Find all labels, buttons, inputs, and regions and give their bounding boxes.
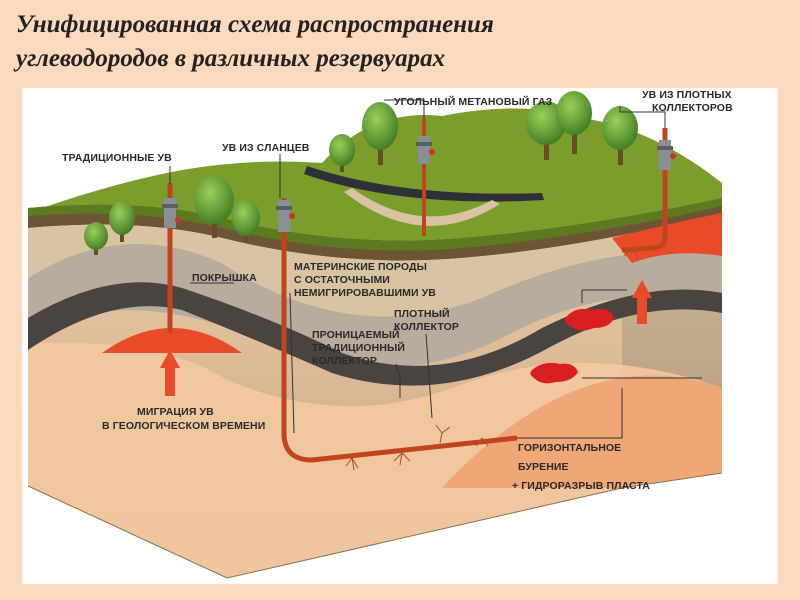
tree-icon <box>109 201 135 242</box>
coalbed-well <box>416 118 435 236</box>
title-line-1: Унифицированная схема распространения <box>16 11 494 38</box>
shale-band <box>28 282 722 386</box>
label-source-1: МАТЕРИНСКИЕ ПОРОДЫ <box>294 261 427 273</box>
tree-icon <box>232 200 260 242</box>
tree-icon <box>602 106 638 165</box>
slide-title: Унифицированная схема распространения уг… <box>16 8 786 76</box>
label-horizontal-3: + ГИДРОРАЗРЫВ ПЛАСТА <box>512 480 650 492</box>
label-migration-2: В ГЕОЛОГИЧЕСКОМ ВРЕМЕНИ <box>102 420 265 432</box>
label-tight-2: КОЛЛЕКТОРОВ <box>652 102 733 114</box>
label-migration-1: МИГРАЦИЯ УВ <box>137 406 214 418</box>
tight-reservoir-well <box>621 128 676 253</box>
label-permeable-3: КОЛЛЕКТОР <box>312 355 377 367</box>
up-arrow-icon <box>160 350 180 396</box>
permeable-reservoir-band <box>28 342 722 578</box>
label-permeable-1: ПРОНИЦАЕМЫЙ <box>312 328 400 341</box>
labels: ТРАДИЦИОННЫЕ УВ УВ ИЗ СЛАНЦЕВ УГОЛЬНЫЙ М… <box>62 89 733 492</box>
tree-icon <box>556 91 592 154</box>
reservoir-diagram: ТРАДИЦИОННЫЕ УВ УВ ИЗ СЛАНЦЕВ УГОЛЬНЫЙ М… <box>22 88 778 584</box>
lower-anticline <box>442 375 722 488</box>
source-rock-band <box>28 243 722 368</box>
label-traditional: ТРАДИЦИОННЫЕ УВ <box>62 152 172 164</box>
upper-tan-layer <box>28 213 722 317</box>
wellhead-valve-icon <box>429 149 435 155</box>
hc-blob-2 <box>530 362 578 384</box>
label-source-3: НЕМИГРИРОВАВШИМИ УВ <box>294 287 436 299</box>
tree-icon <box>194 176 234 238</box>
fractures <box>345 247 643 471</box>
coal-basin <box>344 188 500 226</box>
label-source-2: С ОСТАТОЧНЫМИ <box>294 274 390 286</box>
label-tight-1: УВ ИЗ ПЛОТНЫХ <box>642 89 732 101</box>
label-horizontal-1: ГОРИЗОНТАЛЬНОЕ <box>518 442 621 454</box>
label-coalbed: УГОЛЬНЫЙ МЕТАНОВЫЙ ГАЗ <box>394 95 553 108</box>
migration-arrows <box>160 280 652 396</box>
wellhead-valve-icon <box>289 213 295 219</box>
label-dense-2: КОЛЛЕКТОР <box>394 321 459 333</box>
label-seal: ПОКРЫШКА <box>192 272 257 284</box>
label-dense-1: ПЛОТНЫЙ <box>394 307 450 320</box>
wells <box>162 118 676 463</box>
traditional-well <box>162 183 181 333</box>
hc-blob-1 <box>565 308 614 331</box>
wellhead-valve-icon <box>175 217 181 223</box>
up-arrow-icon <box>632 280 652 324</box>
label-permeable-2: ТРАДИЦИОННЫЙ <box>312 341 405 354</box>
tree-icon <box>526 101 566 160</box>
wellhead-valve-icon <box>670 153 676 159</box>
label-horizontal-2: БУРЕНИЕ <box>518 461 569 473</box>
diagram-svg: ТРАДИЦИОННЫЕ УВ УВ ИЗ СЛАНЦЕВ УГОЛЬНЫЙ М… <box>27 89 733 579</box>
tree-icon <box>329 134 355 172</box>
geology-block <box>27 188 723 579</box>
tree-icon <box>362 102 398 165</box>
title-line-2: углеводородов в различных резервуарах <box>16 45 446 72</box>
label-shale: УВ ИЗ СЛАНЦЕВ <box>222 142 310 154</box>
leader-lines <box>169 99 702 439</box>
tree-icon <box>84 222 108 255</box>
grass-front-edge <box>28 198 722 251</box>
shale-well <box>276 198 518 463</box>
trees <box>84 91 638 255</box>
traditional-trap <box>102 328 242 353</box>
